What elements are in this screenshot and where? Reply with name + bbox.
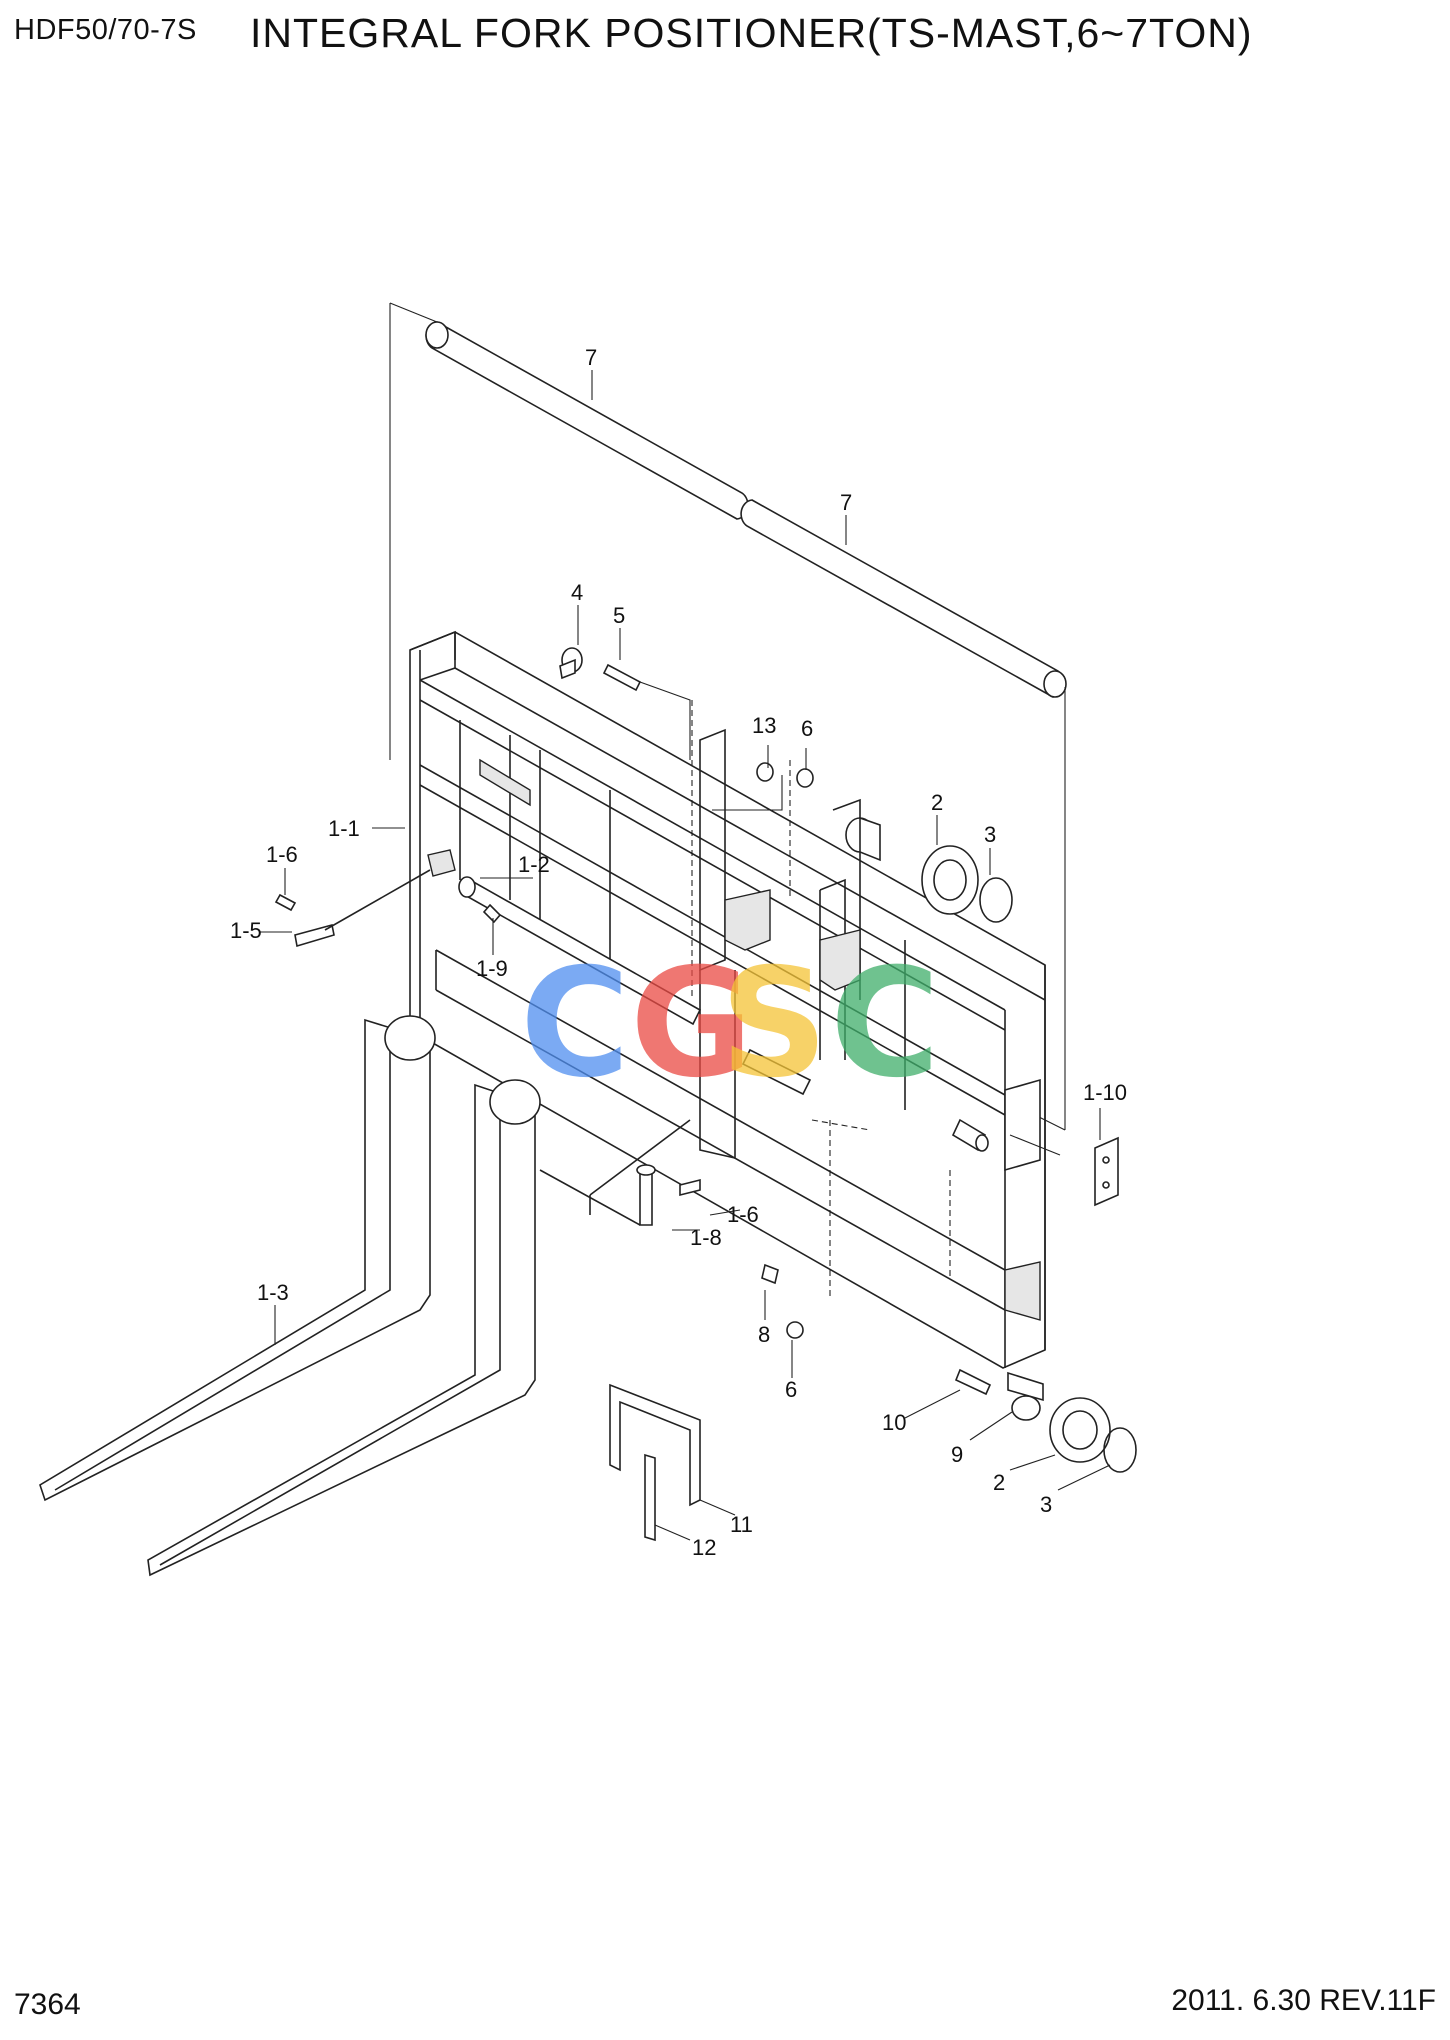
watermark-letter-3: S bbox=[720, 937, 828, 1111]
hydraulic-cylinder bbox=[458, 876, 989, 1152]
guide-plate bbox=[1004, 1078, 1119, 1207]
callout-9: 9 bbox=[951, 1442, 963, 1467]
page-title: INTEGRAL FORK POSITIONER(TS-MAST,6~7TON) bbox=[250, 10, 1253, 56]
callout-6-upper: 6 bbox=[801, 716, 813, 741]
callout-3-upper: 3 bbox=[984, 822, 996, 847]
shim-plates bbox=[609, 1383, 701, 1542]
leader-lines bbox=[260, 370, 1111, 1541]
callout-1-3: 1-3 bbox=[257, 1280, 289, 1305]
fork-left bbox=[39, 1015, 436, 1502]
callout-2-upper: 2 bbox=[931, 790, 943, 815]
callout-1-5: 1-5 bbox=[230, 918, 262, 943]
page-number: 7364 bbox=[14, 1988, 81, 2021]
watermark-letter-1: C bbox=[520, 937, 630, 1111]
lower-roller-assembly bbox=[761, 1263, 1137, 1473]
watermark-logo: C G S C bbox=[520, 937, 940, 1111]
callout-3-lower: 3 bbox=[1040, 1492, 1052, 1517]
model-number: HDF50/70-7S bbox=[14, 14, 197, 46]
callout-10: 10 bbox=[882, 1410, 906, 1435]
callout-1-8: 1-8 bbox=[690, 1225, 722, 1250]
callout-6-lower: 6 bbox=[785, 1377, 797, 1402]
callout-1-10: 1-10 bbox=[1083, 1080, 1127, 1105]
upper-roller-assembly bbox=[559, 647, 1013, 923]
callout-2-lower: 2 bbox=[993, 1470, 1005, 1495]
callout-8: 8 bbox=[758, 1322, 770, 1347]
watermark-letter-2: G bbox=[630, 937, 753, 1111]
fork-right bbox=[147, 1079, 541, 1577]
shaft-lower bbox=[740, 499, 1067, 698]
shaft-upper bbox=[425, 321, 749, 520]
callout-1-9: 1-9 bbox=[476, 956, 508, 981]
callout-7-lower: 7 bbox=[840, 490, 852, 515]
callout-13: 13 bbox=[752, 713, 776, 738]
callout-12: 12 bbox=[692, 1535, 716, 1560]
callout-4: 4 bbox=[571, 580, 583, 605]
carriage-frame bbox=[409, 630, 1046, 1369]
callout-5: 5 bbox=[613, 603, 625, 628]
callout-1-2: 1-2 bbox=[518, 852, 550, 877]
callout-1-1: 1-1 bbox=[328, 816, 360, 841]
callout-labels: 7 7 4 5 13 6 2 3 1-1 1-6 1-2 1-5 1-9 1-1… bbox=[230, 345, 1127, 1560]
watermark-letter-4: C bbox=[830, 937, 940, 1111]
callout-1-6-upper: 1-6 bbox=[266, 842, 298, 867]
callout-1-6-lower: 1-6 bbox=[727, 1202, 759, 1227]
callout-7-upper: 7 bbox=[585, 345, 597, 370]
callout-11: 11 bbox=[730, 1512, 753, 1537]
revision-date: 2011. 6.30 REV.11F bbox=[1171, 1984, 1436, 2017]
